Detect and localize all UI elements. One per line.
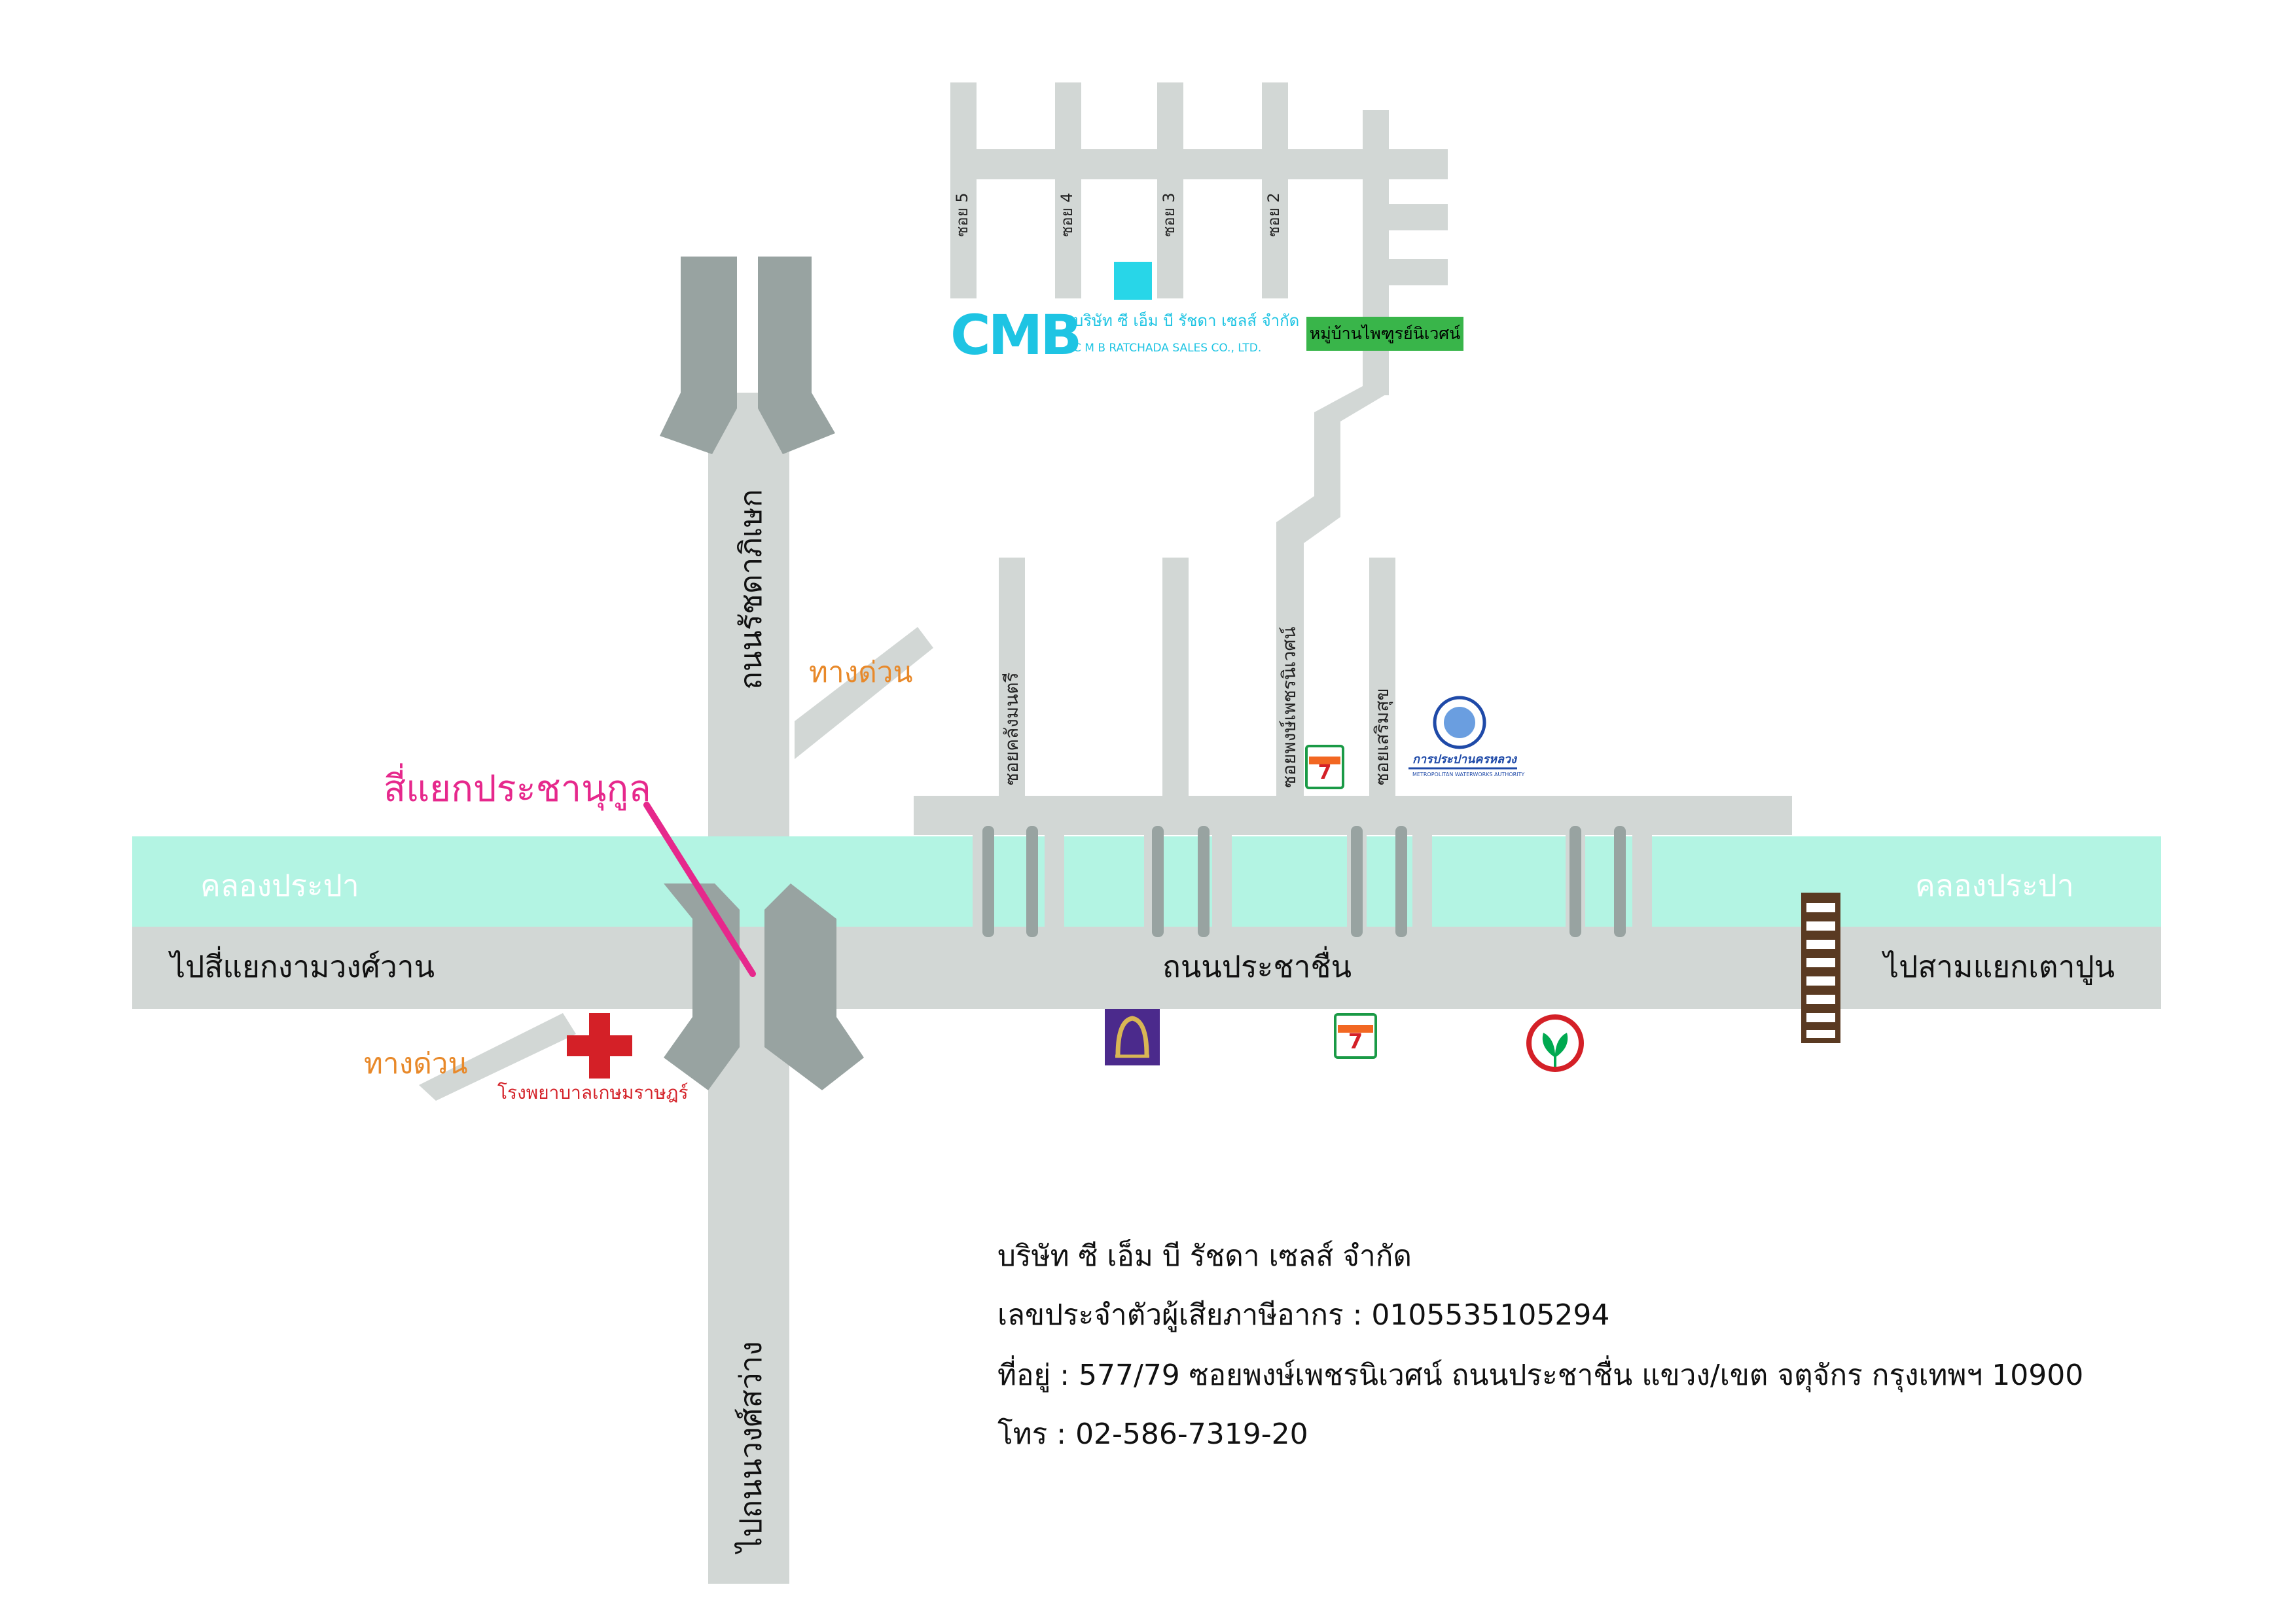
- hospital-label: โรงพยาบาลเกษมราษฎร์: [497, 1082, 689, 1103]
- village-label: หมู่บ้านไพฑูรย์นิเวศน์: [1306, 317, 1463, 351]
- 7-eleven-icon: 7: [1334, 1013, 1377, 1059]
- intersection-pointer: [643, 802, 756, 977]
- intersection-flyover: [664, 883, 864, 1090]
- soi-serm-label: ซอยเสริมสุข: [1371, 688, 1393, 785]
- road-label-north: ถนนรัชดาภิเษก: [733, 489, 768, 690]
- soi-2-label: ซอย 2: [1265, 192, 1283, 237]
- soi-3-label: ซอย 3: [1160, 192, 1178, 237]
- mwa-label-thai: การประปานครหลวง: [1412, 753, 1516, 766]
- canal-bridges: [973, 826, 1652, 937]
- road-label-center: ถนนประชาชื่น: [1162, 949, 1352, 984]
- expressway-label-lower: ทางด่วน: [364, 1047, 468, 1080]
- company-location-marker: [1114, 262, 1152, 300]
- prachachuen-road: [132, 927, 2161, 1009]
- 7-eleven-icon: 7: [1305, 745, 1344, 789]
- side-sois: [999, 558, 1395, 806]
- soi-5-label: ซอย 5: [953, 192, 971, 237]
- soi-4-label: ซอย 4: [1058, 192, 1076, 237]
- canal-label-right: คลองประปา: [1915, 868, 2074, 903]
- cmb-logo: CMB: [950, 303, 1082, 367]
- soi-phong-label: ซอยพงษ์เพชรนิเวศน์: [1278, 626, 1300, 788]
- svg-text:7: 7: [1348, 1029, 1363, 1054]
- mwa-logo-icon: [1408, 696, 1517, 770]
- canal-label-left: คลองประปา: [200, 868, 359, 903]
- scb-bank-icon: [1105, 1009, 1160, 1065]
- road-label-left: ไปสี่แยกงามวงศ์วาน: [170, 949, 435, 984]
- intersection-label: สี่แยกประชานุกูล: [384, 768, 651, 810]
- cmb-company-thai: บริษัท ซี เอ็ม บี รัชดา เซลส์ จำกัด: [1073, 312, 1300, 330]
- soi-khlong-label: ซอยคลังมนตรี: [1001, 672, 1022, 785]
- expressway-label-upper: ทางด่วน: [809, 656, 913, 689]
- svg-text:7: 7: [1318, 761, 1332, 784]
- info-tax-id: เลขประจำตัวผู้เสียภาษีอากร : 01055351052…: [997, 1298, 1610, 1332]
- kbank-icon: [1526, 1014, 1584, 1072]
- info-address: ที่อยู่ : 577/79 ซอยพงษ์เพชรนิเวศน์ ถนนป…: [997, 1359, 2084, 1392]
- red-cross-icon: [567, 1013, 632, 1079]
- info-company: บริษัท ซี เอ็ม บี รัชดา เซลส์ จำกัด: [997, 1240, 1412, 1273]
- road-label-right: ไปสามแยกเตาปูน: [1884, 949, 2115, 984]
- railway-track-icon: [1801, 893, 1840, 1043]
- road-label-south: ไปถนนวงศ์สว่าง: [733, 1341, 768, 1552]
- soi-grid: [950, 82, 1448, 800]
- cmb-company-english: C M B RATCHADA SALES CO., LTD.: [1073, 342, 1262, 355]
- info-phone: โทร : 02-586-7319-20: [997, 1418, 1308, 1451]
- mwa-label-english: METROPOLITAN WATERWORKS AUTHORITY: [1412, 772, 1525, 777]
